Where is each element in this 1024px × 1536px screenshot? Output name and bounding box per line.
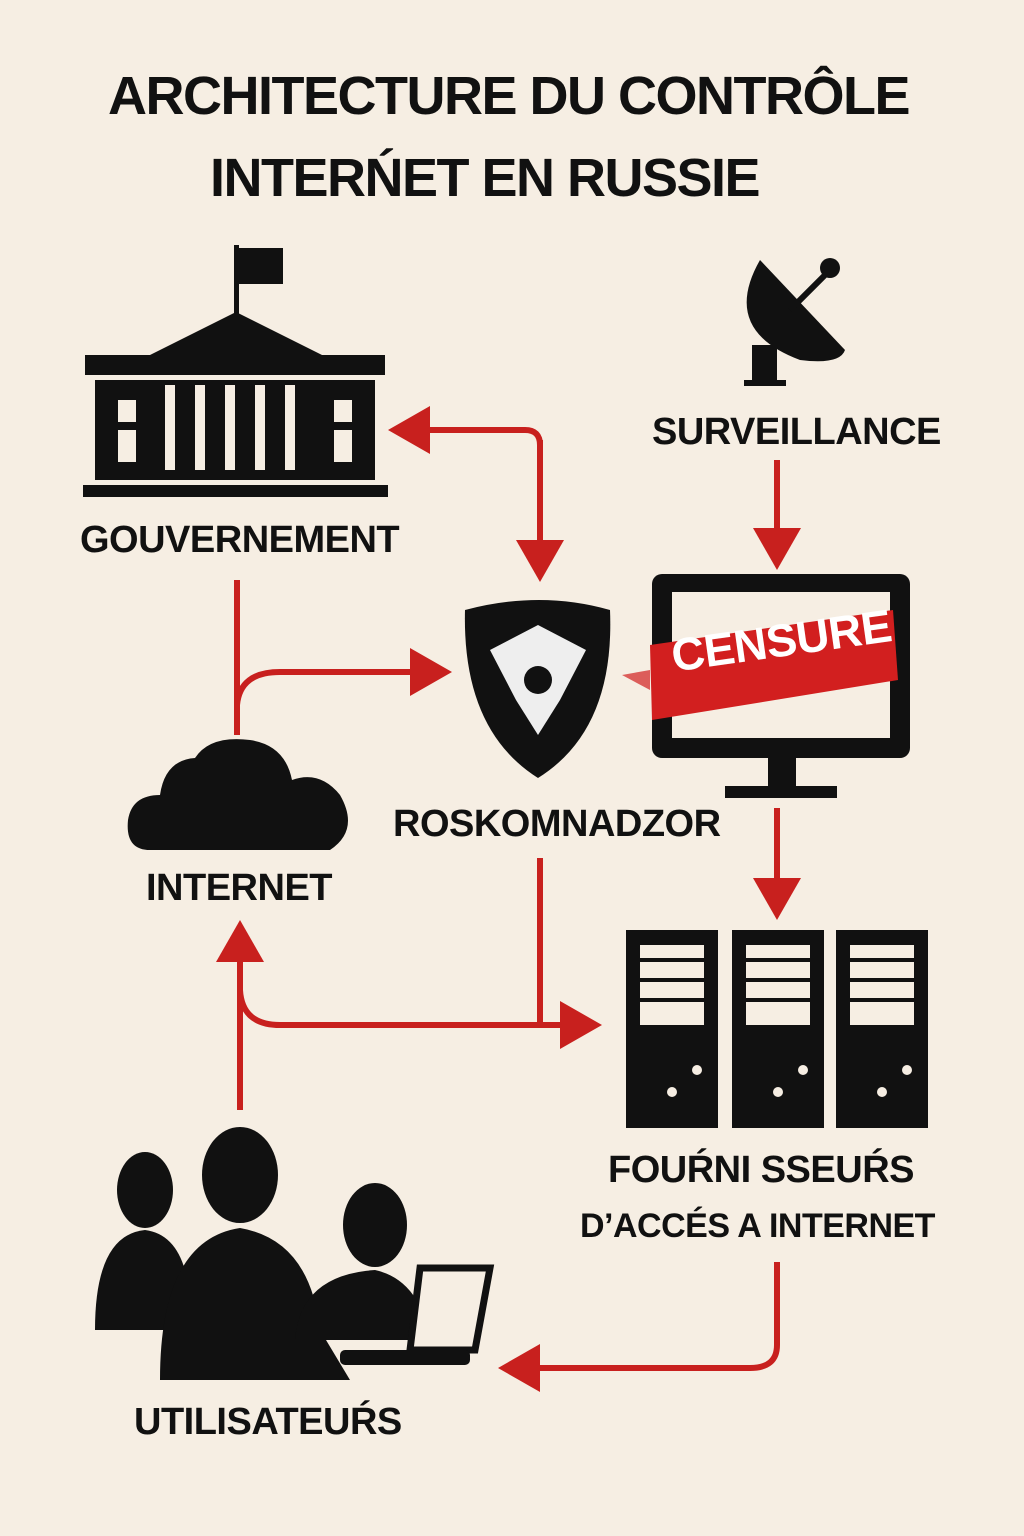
- censorship-banner: [622, 610, 898, 720]
- label-users: UTILISATEUŔS: [134, 1401, 402, 1443]
- arrow-isp-to-users: [498, 1262, 780, 1392]
- page-title-line-2: INTERŃET EN RUSSIE: [210, 148, 761, 208]
- arrow-to-roskomnadzor: [234, 648, 452, 706]
- users-icon: [95, 1127, 495, 1380]
- arrow-roskomnadzor-to-government: [388, 406, 543, 570]
- roskomnadzor-shield-icon: [464, 600, 611, 778]
- arrow-internet-to-isp: [237, 989, 602, 1049]
- server-rack-icon: [626, 930, 928, 1128]
- page-title-line-1: ARCHITECTURE DU CONTRÔLE: [108, 66, 910, 126]
- cloud-icon: [127, 739, 348, 850]
- label-government: GOUVERNEMENT: [80, 519, 400, 561]
- government-building-icon: [83, 245, 388, 497]
- satellite-dish-icon: [744, 258, 845, 386]
- label-internet: INTERNET: [146, 867, 333, 909]
- label-isp-line-2: D’ACCÉS A INTERNET: [580, 1207, 935, 1245]
- label-isp-line-1: FOUŔNI SSEUŔS: [608, 1149, 914, 1191]
- label-surveillance: SURVEILLANCE: [652, 411, 941, 453]
- flow-arrows: [216, 406, 801, 1392]
- label-roskomnadzor: ROSKOMNADZOR: [393, 803, 721, 845]
